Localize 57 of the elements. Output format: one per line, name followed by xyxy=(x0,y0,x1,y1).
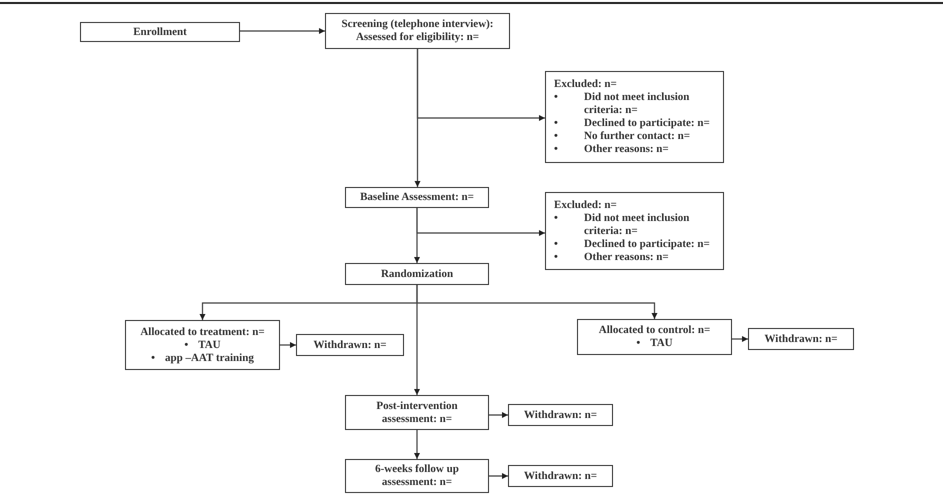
process-box xyxy=(545,192,724,270)
box-label: Post-intervention assessment: n= xyxy=(375,400,459,426)
process-box xyxy=(577,319,732,355)
bullet-marker: • xyxy=(151,352,155,364)
bullet-item: Did not meet inclusion criteria: n= xyxy=(584,91,690,117)
process-box xyxy=(325,13,510,49)
arrow xyxy=(414,208,420,263)
box-label: Allocated to treatment: n= xyxy=(140,326,265,338)
box-label: Withdrawn: n= xyxy=(524,470,597,482)
arrow xyxy=(240,28,325,34)
bullet-item: TAU xyxy=(198,338,221,352)
bullet-marker: • xyxy=(554,238,559,250)
bullet-marker: • xyxy=(554,91,559,105)
box-label: Withdrawn: n= xyxy=(524,408,597,422)
process-box xyxy=(80,22,240,42)
bullet-marker: • xyxy=(554,212,559,226)
process-box xyxy=(508,465,613,487)
box-label: Excluded: n= xyxy=(554,78,617,91)
bullet-item: Did not meet inclusion criteria: n= xyxy=(584,212,690,238)
process-box xyxy=(345,263,489,285)
bullet-item: Other reasons: n= xyxy=(584,143,669,156)
bullet-marker: • xyxy=(554,250,559,264)
bullet-marker: • xyxy=(184,338,188,352)
arrow xyxy=(414,430,420,459)
bullet-marker: • xyxy=(554,117,559,130)
arrow xyxy=(732,336,748,342)
process-box xyxy=(545,71,724,163)
box-label: Screening (telephone interview): Assessed for eligibility: n= xyxy=(340,18,494,44)
process-box xyxy=(748,328,854,350)
arrow xyxy=(414,49,420,187)
arrow xyxy=(280,342,296,348)
box-label: Withdrawn: n= xyxy=(764,332,838,346)
arrow xyxy=(489,412,508,418)
bullet-marker: • xyxy=(554,143,559,156)
process-box xyxy=(125,320,280,370)
box-label: 6-weeks follow up assessment: n= xyxy=(374,463,460,489)
bullet-item: TAU xyxy=(650,337,673,350)
bullet-item: Declined to participate: n= xyxy=(584,238,710,250)
process-box xyxy=(345,459,489,493)
box-label: Randomization xyxy=(380,268,454,280)
box-label: Excluded: n= xyxy=(554,198,617,212)
box-label: Withdrawn: n= xyxy=(314,338,386,352)
arrow xyxy=(414,285,420,395)
arrow xyxy=(489,473,508,479)
bullet-marker: • xyxy=(636,337,640,350)
box-label: Allocated to control: n= xyxy=(598,324,710,337)
bullet-marker: • xyxy=(554,130,559,143)
process-box xyxy=(345,395,489,430)
bullet-item: app –AAT training xyxy=(165,352,254,364)
box-label: Baseline Assessment: n= xyxy=(360,191,474,204)
bullet-item: Declined to participate: n= xyxy=(584,117,710,130)
bullet-item: No further contact: n= xyxy=(584,130,690,143)
process-box xyxy=(345,187,489,208)
process-box xyxy=(296,334,404,356)
box-label: Enrollment xyxy=(133,26,187,38)
process-box xyxy=(508,404,613,426)
bullet-item: Other reasons: n= xyxy=(584,250,669,264)
